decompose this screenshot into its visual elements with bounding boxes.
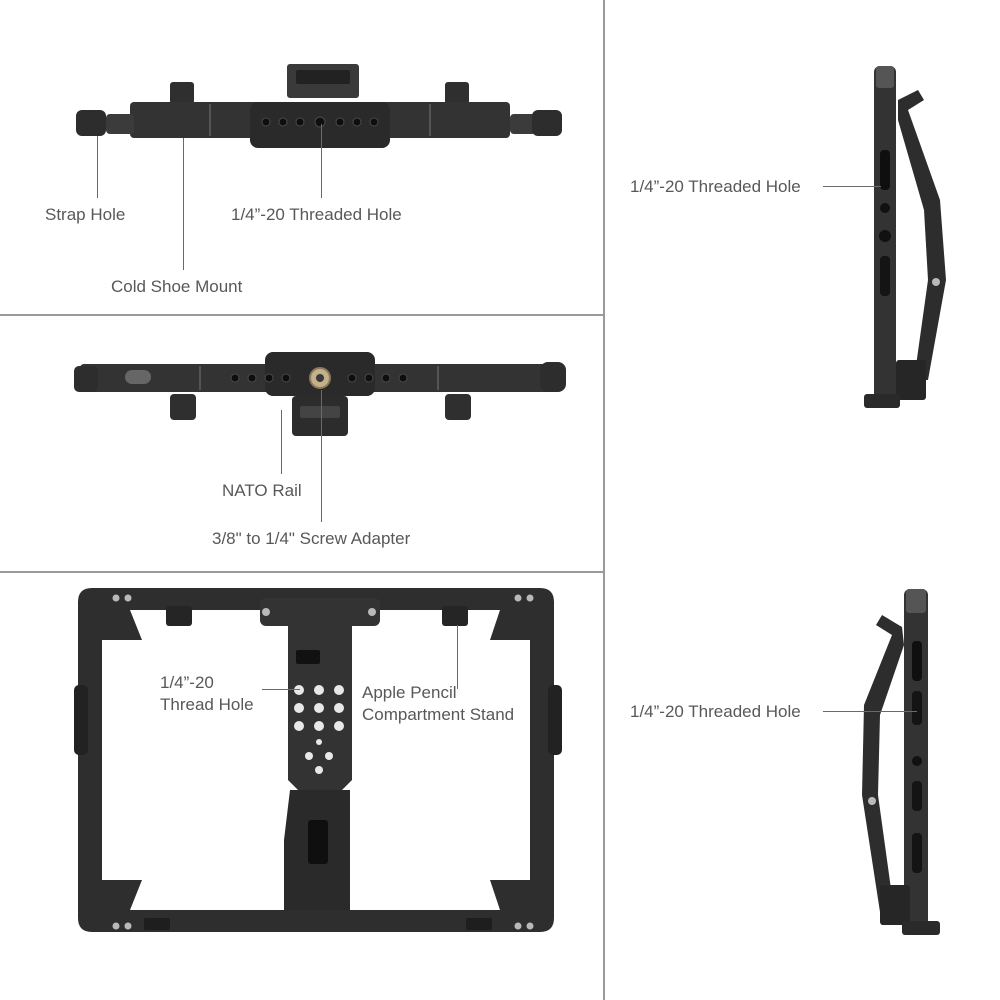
side-bottom-leader — [823, 711, 917, 712]
side-top-threaded-hole-label: 1/4”-20 Threaded Hole — [630, 177, 801, 196]
threaded-hole-label-top: 1/4”-20 Threaded Hole — [231, 205, 402, 224]
pencil-stand-label-line1: Apple Pencil — [362, 683, 457, 702]
strap-hole-leader — [97, 136, 98, 198]
pencil-stand-leader-h — [457, 688, 458, 689]
thread-hole-label-line2: Thread Hole — [160, 695, 254, 714]
vertical-divider — [603, 0, 605, 1000]
cold-shoe-leader — [183, 138, 184, 270]
strap-hole-label: Strap Hole — [45, 205, 126, 224]
horizontal-divider-2 — [0, 571, 603, 573]
side-view-top-image — [864, 66, 946, 408]
bottom-rail-image — [74, 352, 566, 436]
cold-shoe-label: Cold Shoe Mount — [111, 277, 243, 296]
pencil-stand-leader-v — [457, 625, 458, 688]
side-view-bottom-image — [862, 589, 940, 935]
thread-hole-leader — [262, 689, 300, 690]
top-rail-image — [76, 64, 562, 148]
nato-rail-label: NATO Rail — [222, 481, 302, 500]
pencil-stand-label-line2: Compartment Stand — [362, 705, 515, 724]
horizontal-divider-1 — [0, 314, 603, 316]
side-top-leader — [823, 186, 881, 187]
front-cage-image — [74, 588, 562, 932]
threaded-hole-leader-top — [321, 124, 322, 198]
thread-hole-label-line1: 1/4”-20 — [160, 673, 214, 692]
screw-adapter-leader — [321, 390, 322, 522]
screw-adapter-label: 3/8" to 1/4" Screw Adapter — [212, 529, 411, 548]
nato-rail-leader — [281, 410, 282, 474]
side-bottom-threaded-hole-label: 1/4”-20 Threaded Hole — [630, 702, 801, 721]
